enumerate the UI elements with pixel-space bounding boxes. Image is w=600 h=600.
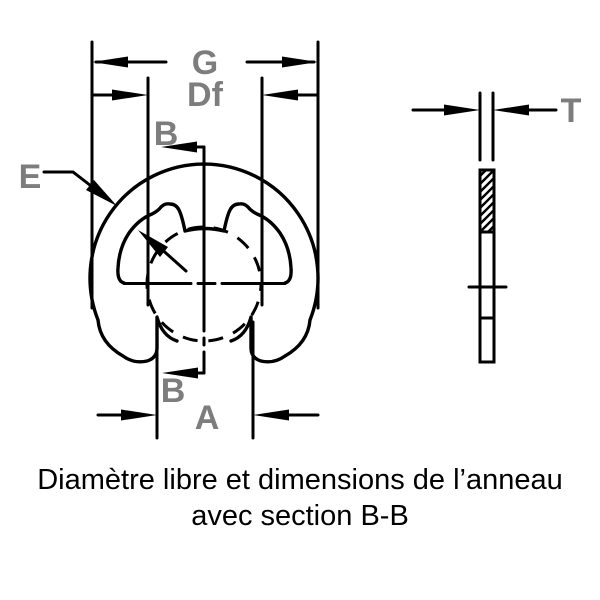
ring-inner-cutout xyxy=(116,202,293,285)
caption-line-2: avec section B-B xyxy=(191,500,409,532)
dimension-a xyxy=(96,320,320,440)
label-e: E xyxy=(19,158,42,196)
label-df: Df xyxy=(187,76,224,114)
section-hatch xyxy=(478,168,496,234)
section-arrow-b-bottom xyxy=(162,367,206,379)
section-outline xyxy=(478,168,496,364)
dimension-g xyxy=(90,40,320,310)
thickness-dimension-t xyxy=(411,91,558,162)
main-view: E G Df B B xyxy=(19,40,320,440)
caption-line-1: Diamètre libre et dimensions de l’anneau xyxy=(37,464,563,496)
label-t: T xyxy=(561,92,582,130)
label-g: G xyxy=(192,44,218,82)
section-arrow-b-top xyxy=(161,141,206,153)
leader-e xyxy=(42,170,117,206)
label-b-top: B xyxy=(154,115,179,153)
dimension-df xyxy=(90,76,320,307)
section-view: T xyxy=(411,91,582,364)
label-a: A xyxy=(195,399,220,437)
label-b-bottom: B xyxy=(161,372,186,410)
leader-inner-arrow xyxy=(138,230,188,273)
ring-outline xyxy=(88,162,320,364)
caption: Diamètre libre et dimensions de l’anneau… xyxy=(0,462,600,534)
